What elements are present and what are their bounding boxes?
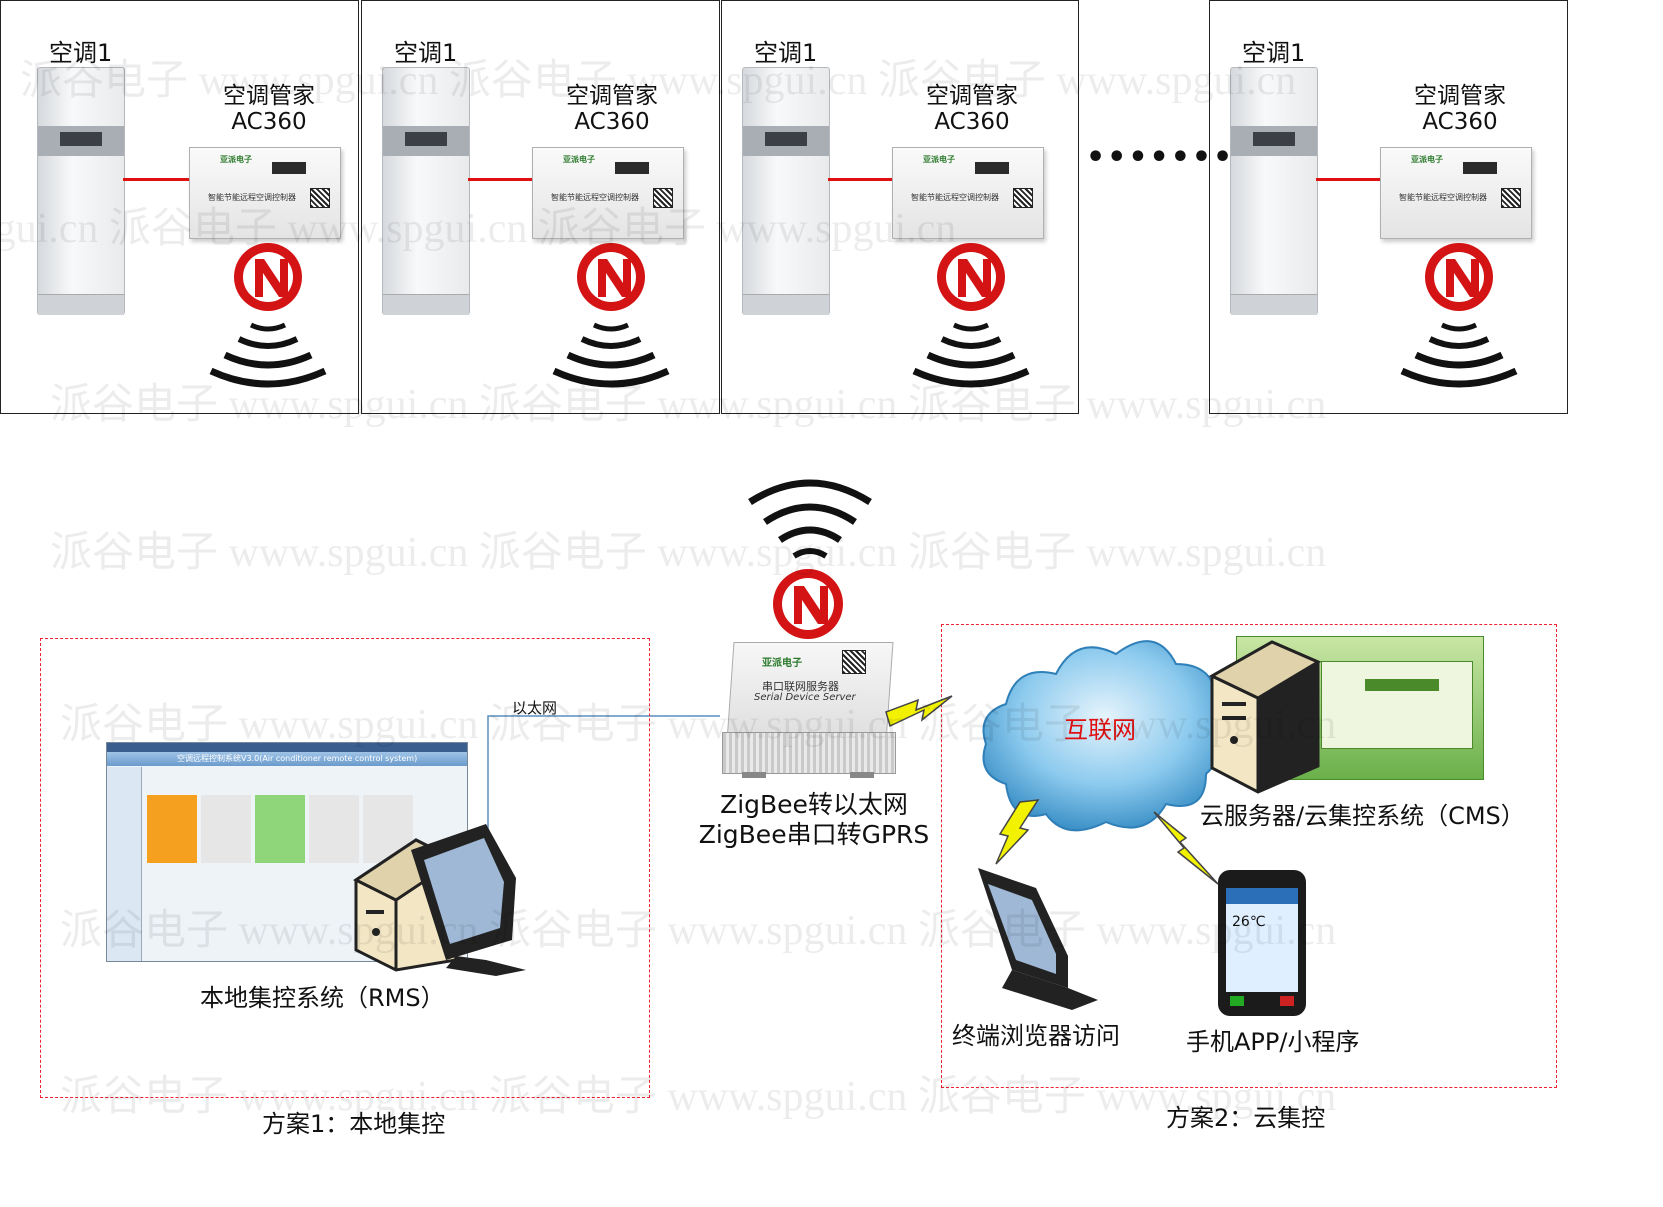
gateway-box-title: 串口联网服务器 (762, 680, 839, 693)
ac360-controller: 亚派电子 智能节能远程空调控制器 (892, 147, 1044, 239)
ellipsis-dots: ••••••• (1086, 140, 1235, 175)
cloud-scheme-box (941, 624, 1557, 1088)
ac-link-line (828, 178, 892, 181)
ac-link-line (468, 178, 532, 181)
cms-label: 云服务器/云集控系统（CMS） (1200, 802, 1525, 830)
controller-title: 空调管家 AC360 (1410, 83, 1510, 135)
zigbee-signal-icon (209, 243, 327, 388)
controller-brand: 亚派电子 (923, 155, 955, 164)
controller-device-text: 智能节能远程空调控制器 (911, 193, 999, 202)
gateway-signal-waves (748, 479, 872, 559)
ac360-controller: 亚派电子 智能节能远程空调控制器 (1380, 147, 1532, 239)
browser-terminal-icon (978, 868, 1098, 1010)
controller-title: 空调管家 AC360 (219, 83, 319, 135)
lightning-bolt-gateway-icon (885, 695, 953, 728)
gateway-box-subtitle: Serial Device Server (754, 692, 856, 703)
lightning-bolt-browser-icon (995, 799, 1040, 865)
qr-code-icon (1013, 188, 1033, 208)
phone-temp: 26℃ (1232, 914, 1266, 930)
controller-brand: 亚派电子 (563, 155, 595, 164)
ac-unit-panel: 空调1 空调管家 AC360 亚派电子 智能节能远程空调控制器 (1209, 0, 1568, 414)
ac360-controller: 亚派电子 智能节能远程空调控制器 (532, 147, 684, 239)
controller-device-text: 智能节能远程空调控制器 (551, 193, 639, 202)
internet-label: 互联网 (1064, 716, 1136, 744)
cloud-scheme-label: 方案2：云集控 (1166, 1104, 1326, 1132)
ac-unit-panel: 空调1 空调管家 AC360 亚派电子 智能节能远程空调控制器 (0, 0, 359, 414)
cloud-server-icon (1208, 640, 1322, 794)
controller-model: AC360 (934, 109, 1010, 135)
gateway-line2: ZigBee串口转GPRS (698, 820, 930, 849)
controller-model: AC360 (231, 109, 307, 135)
ethernet-label: 以太网 (512, 699, 558, 717)
controller-title: 空调管家 AC360 (562, 83, 662, 135)
ac-label: 空调1 (754, 39, 818, 67)
qr-code-icon (1501, 188, 1521, 208)
controller-model: AC360 (1422, 109, 1498, 135)
zigbee-signal-icon (912, 243, 1030, 388)
local-scheme-box (40, 638, 650, 1098)
ac-link-line (1316, 178, 1380, 181)
local-scheme-label: 方案1：本地集控 (262, 1110, 446, 1138)
air-conditioner-icon (1230, 67, 1318, 315)
app-label: 手机APP/小程序 (1186, 1028, 1360, 1056)
zigbee-signal-icon (1400, 243, 1518, 388)
zigbee-signal-icon (552, 243, 670, 388)
ac360-controller: 亚派电子 智能节能远程空调控制器 (189, 147, 341, 239)
controller-brand: 亚派电子 (220, 155, 252, 164)
controller-label: 空调管家 (566, 83, 658, 109)
air-conditioner-icon (742, 67, 830, 315)
qr-code-icon (653, 188, 673, 208)
ac-label: 空调1 (1242, 39, 1306, 67)
qr-code-icon (842, 650, 866, 674)
controller-title: 空调管家 AC360 (922, 83, 1022, 135)
serial-device-server: 亚派电子 串口联网服务器 Serial Device Server (722, 642, 896, 778)
air-conditioner-icon (37, 67, 125, 315)
qr-code-icon (310, 188, 330, 208)
controller-label: 空调管家 (1414, 83, 1506, 109)
internet-cloud (982, 640, 1226, 832)
local-computer-icon (353, 824, 526, 976)
controller-device-text: 智能节能远程空调控制器 (208, 193, 296, 202)
watermark: 派谷电子 www.spgui.cn 派谷电子 www.spgui.cn 派谷电子… (50, 530, 1327, 576)
browser-label: 终端浏览器访问 (952, 1022, 1120, 1050)
gateway-line1: ZigBee转以太网 (720, 790, 908, 819)
lightning-bolt-phone-icon (1153, 811, 1219, 885)
controller-device-text: 智能节能远程空调控制器 (1399, 193, 1487, 202)
ac-link-line (123, 178, 189, 181)
zigbee-icon (773, 569, 843, 639)
ac-unit-panel: 空调1 空调管家 AC360 亚派电子 智能节能远程空调控制器 (721, 0, 1079, 414)
mobile-phone-icon: 26℃ (1218, 870, 1306, 1016)
gateway-brand: 亚派电子 (762, 658, 802, 669)
rms-screen-title: 空调远程控制系统V3.0(Air conditioner remote cont… (107, 752, 467, 766)
controller-label: 空调管家 (926, 83, 1018, 109)
gateway-label: ZigBee转以太网 ZigBee串口转GPRS (694, 790, 934, 850)
rms-label: 本地集控系统（RMS） (200, 984, 445, 1012)
ac-unit-panel: 空调1 空调管家 AC360 亚派电子 智能节能远程空调控制器 (361, 0, 720, 414)
controller-model: AC360 (574, 109, 650, 135)
controller-label: 空调管家 (223, 83, 315, 109)
ac-label: 空调1 (394, 39, 458, 67)
air-conditioner-icon (382, 67, 470, 315)
ac-label: 空调1 (49, 39, 113, 67)
controller-brand: 亚派电子 (1411, 155, 1443, 164)
